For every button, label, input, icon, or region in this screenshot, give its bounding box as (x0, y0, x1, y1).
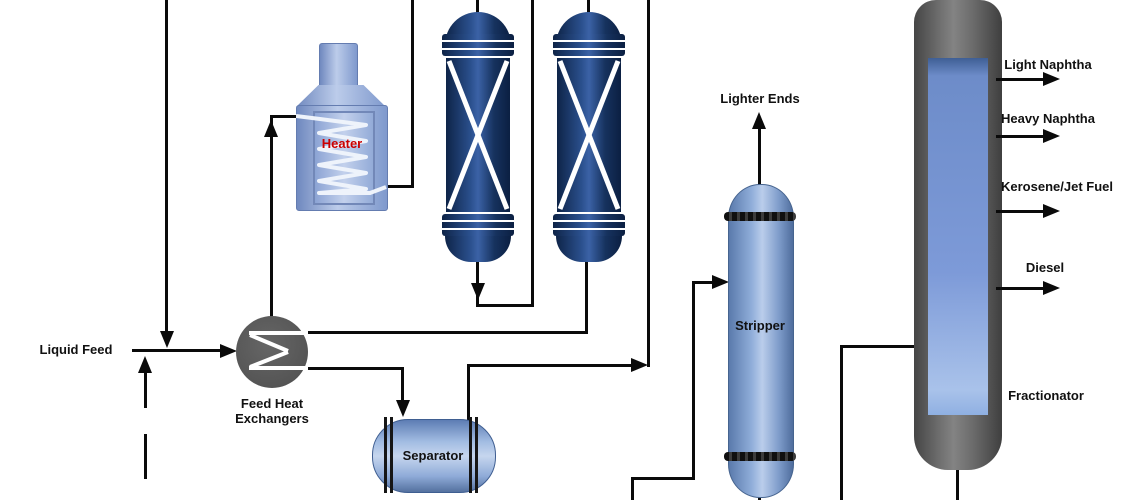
separator-flange-right (469, 417, 478, 493)
pipe-exchanger-to-separator-h (305, 367, 404, 370)
pipe-stripper-feed-v (692, 281, 695, 480)
pipe-fractionator-bottoms (956, 466, 959, 500)
heater-coil-icon (296, 114, 387, 195)
pipe-stripper-overhead (758, 120, 761, 190)
fractionator-label: Fractionator (1008, 388, 1084, 403)
pipe-effluent-to-exchanger (305, 331, 588, 334)
fractionator-column (914, 0, 1002, 470)
pipe-liquid-feed (132, 349, 222, 352)
pipe-stripper-feed-h2 (692, 281, 714, 284)
reactor-bottom-cap (445, 236, 511, 262)
lighter-ends-label: Lighter Ends (720, 91, 800, 106)
arrow-down-icon (396, 400, 410, 417)
reactor-bottom-cap (556, 236, 622, 262)
arrow-right-icon (1043, 129, 1060, 143)
pipe-heater-to-reactor1 (411, 0, 414, 188)
pipe-reactor2-top-stub (587, 0, 590, 22)
recycle-dash-line (144, 434, 147, 479)
product-label-kerosene-jet-fuel: Kerosene/Jet Fuel (1001, 179, 1113, 194)
pipe-feed-from-top (165, 0, 168, 334)
pipe-reactor2-bottom (585, 258, 588, 334)
arrow-down-icon (160, 331, 174, 348)
pipe-diesel (996, 287, 1044, 290)
heater-label: Heater (321, 136, 363, 151)
heater-shoulder (296, 85, 386, 107)
reactor-body (446, 58, 510, 212)
heater-neck (319, 43, 358, 88)
stripper-label: Stripper (735, 318, 785, 333)
pipe-separator-overhead-v (467, 364, 470, 422)
arrow-right-icon (1043, 204, 1060, 218)
reactor-bottom-flange (553, 214, 625, 236)
reactor-body (557, 58, 621, 212)
pipe-stripper-feed-h1 (631, 477, 695, 480)
pipe-separator-overhead-h (467, 364, 632, 367)
product-label-heavy-naphtha: Heavy Naphtha (1001, 111, 1095, 126)
product-label-diesel: Diesel (1025, 260, 1065, 275)
separator-flange-left (384, 417, 393, 493)
pipe-reactor1-to-reactor2-v (531, 0, 534, 307)
heater-vessel: Heater (296, 43, 388, 211)
feed-heat-exchanger-symbol (236, 316, 308, 388)
pipe-light-naphtha (996, 78, 1044, 81)
reactor-2 (553, 12, 625, 262)
heat-exchanger-sigma-icon (249, 331, 308, 370)
stripper-flange-bottom (724, 452, 796, 461)
stripper-shell (728, 184, 794, 498)
stripper-column: Stripper (724, 184, 796, 498)
arrow-up-icon (138, 356, 152, 373)
fractionator-inner-bed (928, 58, 988, 415)
pipe-stripper-feed-bottom (631, 478, 634, 500)
liquid-feed-label: Liquid Feed (39, 342, 113, 357)
reactor-1 (442, 12, 514, 262)
arrow-down-icon (471, 283, 485, 300)
feed-heat-exchangers-label: Feed Heat Exchangers (235, 396, 309, 426)
pipe-recycle-gas-up (647, 0, 650, 367)
arrow-right-icon (712, 275, 729, 289)
separator-label: Separator (402, 448, 464, 463)
pipe-kerosene (996, 210, 1044, 213)
product-label-light-naphtha: Light Naphtha (1004, 57, 1092, 72)
arrow-right-icon (631, 358, 648, 372)
arrow-right-icon (1043, 281, 1060, 295)
pipe-exchanger-to-separator-v (401, 367, 404, 403)
pipe-fractionator-feed-h (840, 345, 918, 348)
reactor-top-flange (553, 34, 625, 56)
arrow-up-icon (264, 120, 278, 137)
reactor-bottom-flange (442, 214, 514, 236)
reactor-top-flange (442, 34, 514, 56)
separator-vessel: Separator (372, 417, 496, 493)
stripper-flange-top (724, 212, 796, 221)
reactor-cross-straps-icon (557, 60, 621, 210)
pipe-heavy-naphtha (996, 135, 1044, 138)
arrow-right-icon (220, 344, 237, 358)
pipe-recycle-up (144, 370, 147, 408)
pipe-exchanger-to-heater-v (270, 115, 273, 318)
pipe-exchanger-to-heater-h (270, 115, 302, 118)
pipe-heater-outlet-h (380, 185, 414, 188)
pipe-reactor1-to-reactor2-h (476, 304, 534, 307)
pipe-fractionator-feed-v (840, 345, 843, 500)
arrow-up-icon (752, 112, 766, 129)
arrow-right-icon (1043, 72, 1060, 86)
reactor-cross-straps-icon (446, 60, 510, 210)
